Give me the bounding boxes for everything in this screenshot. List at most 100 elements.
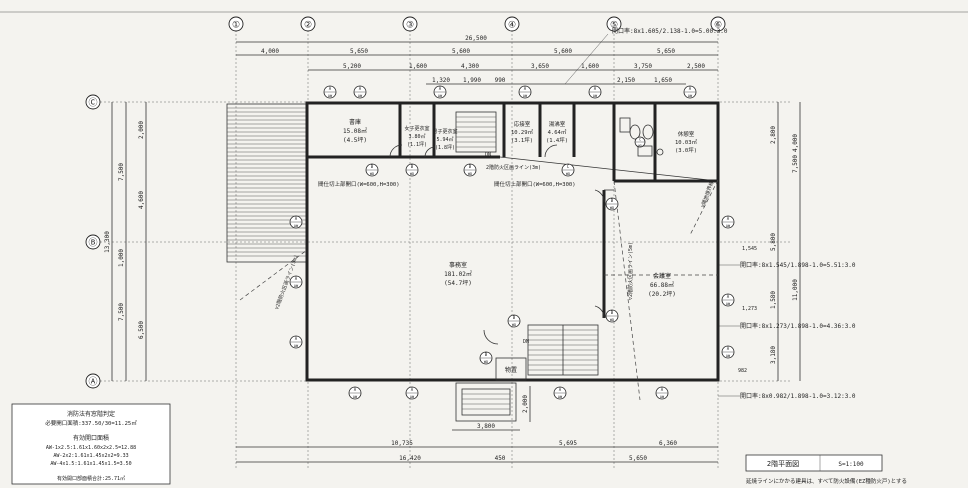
svg-text:A: A bbox=[524, 86, 527, 91]
svg-text:AW: AW bbox=[593, 94, 598, 98]
svg-text:AW: AW bbox=[294, 224, 299, 228]
drawing-title: 2階平面図 bbox=[767, 459, 799, 468]
grid-col-1: ① bbox=[232, 21, 240, 31]
svg-text:3,650: 3,650 bbox=[531, 63, 549, 70]
svg-text:AW-1x2.5:1.61x1.60x2x2.5=12.88: AW-1x2.5:1.61x1.60x2x2.5=12.88 bbox=[46, 445, 136, 451]
svg-text:2,500: 2,500 bbox=[687, 63, 705, 70]
svg-text:A: A bbox=[727, 346, 730, 351]
svg-text:3,180: 3,180 bbox=[770, 346, 777, 364]
room-labels: 書庫 15.08㎡ (4.5坪) 女子更衣室 3.80㎡ (1.1坪) 男子更衣… bbox=[318, 118, 698, 374]
svg-text:(3.1坪): (3.1坪) bbox=[511, 136, 533, 144]
svg-text:4.64㎡: 4.64㎡ bbox=[548, 128, 567, 136]
svg-text:C: C bbox=[567, 164, 570, 169]
bottom-dimensions: 10,735 5,695 6,360 16,420 450 5,650 3,80… bbox=[236, 386, 718, 463]
grid-col-6: ⑥ bbox=[714, 21, 722, 31]
svg-text:B: B bbox=[611, 310, 614, 315]
hatch-opening-2: 間仕切上部開口(W=600,H=300) bbox=[494, 180, 576, 188]
svg-text:WD: WD bbox=[370, 172, 374, 176]
svg-text:A: A bbox=[727, 294, 730, 299]
room-storage: 物置 bbox=[505, 366, 517, 374]
svg-text:450: 450 bbox=[495, 455, 506, 462]
svg-text:16,420: 16,420 bbox=[399, 455, 421, 462]
svg-text:1,545: 1,545 bbox=[742, 246, 757, 252]
svg-text:1,580: 1,580 bbox=[770, 291, 777, 309]
svg-text:AW-4x1.5:1.61x1.45x1.5=3.50: AW-4x1.5:1.61x1.45x1.5=3.50 bbox=[50, 461, 131, 467]
svg-text:5,800: 5,800 bbox=[770, 233, 777, 251]
svg-text:982: 982 bbox=[738, 368, 747, 374]
svg-text:(1.1坪): (1.1坪) bbox=[407, 141, 427, 148]
left-dimensions: 13,300 7,500 1,000 7,500 2,000 4,600 6,5… bbox=[104, 102, 147, 381]
svg-text:A: A bbox=[295, 276, 298, 281]
svg-text:2,000: 2,000 bbox=[138, 121, 145, 139]
svg-text:15.08㎡: 15.08㎡ bbox=[343, 127, 367, 135]
svg-text:66.88㎡: 66.88㎡ bbox=[650, 281, 674, 289]
svg-text:AW: AW bbox=[726, 224, 731, 228]
room-reception: 応接室 bbox=[514, 120, 531, 128]
svg-text:4,000: 4,000 bbox=[792, 134, 799, 152]
svg-text:(54.7坪): (54.7坪) bbox=[444, 279, 472, 287]
svg-text:WD: WD bbox=[566, 172, 570, 176]
svg-text:A: A bbox=[411, 387, 414, 392]
svg-text:必要開口面積:337.50/30=11.25㎡: 必要開口面積:337.50/30=11.25㎡ bbox=[45, 419, 137, 427]
fire-calc-box: 消防法有窓階判定 必要開口面積:337.50/30=11.25㎡ 有効開口面積 … bbox=[11, 403, 171, 485]
room-shoko: 書庫 bbox=[349, 118, 361, 126]
opening-ratio-2: 開口率:8x1.273/1.898-1.0=4.36:3.0 bbox=[740, 322, 856, 330]
svg-text:AW: AW bbox=[294, 284, 299, 288]
top-dimensions: 26,500 4,000 5,650 5,600 5,600 5,650 5,2… bbox=[236, 27, 728, 85]
svg-text:AW: AW bbox=[558, 395, 563, 399]
svg-text:AW-2x2:1.61x1.45x2x2=9.33: AW-2x2:1.61x1.45x2x2=9.33 bbox=[53, 453, 128, 459]
svg-text:1,990: 1,990 bbox=[463, 77, 481, 84]
svg-text:AW: AW bbox=[328, 94, 333, 98]
room-office: 事務室 bbox=[449, 261, 467, 269]
svg-text:AW: AW bbox=[726, 354, 731, 358]
svg-text:10.03㎡: 10.03㎡ bbox=[675, 138, 698, 146]
svg-text:1,320: 1,320 bbox=[432, 77, 450, 84]
svg-text:WD: WD bbox=[468, 172, 472, 176]
drawing-scale: S=1:100 bbox=[838, 461, 864, 468]
svg-text:181.02㎡: 181.02㎡ bbox=[444, 270, 472, 278]
dn-label-2: DN bbox=[523, 339, 529, 345]
svg-text:6,500: 6,500 bbox=[138, 321, 145, 339]
svg-text:1,600: 1,600 bbox=[581, 63, 599, 70]
opening-ratio-top: 開口率:8x1.605/2.138-1.0=5.00:3.0 bbox=[612, 27, 728, 35]
svg-text:B: B bbox=[485, 352, 488, 357]
svg-text:A: A bbox=[329, 86, 332, 91]
svg-text:B: B bbox=[611, 198, 614, 203]
svg-text:5,600: 5,600 bbox=[554, 48, 572, 55]
svg-text:13,300: 13,300 bbox=[104, 231, 111, 253]
svg-text:2,150: 2,150 bbox=[617, 77, 635, 84]
svg-text:WD: WD bbox=[638, 144, 642, 148]
svg-text:A: A bbox=[439, 86, 442, 91]
svg-text:4,300: 4,300 bbox=[461, 63, 479, 70]
grid-row-c: Ⓒ bbox=[88, 98, 97, 109]
svg-text:A: A bbox=[661, 387, 664, 392]
svg-text:5,650: 5,650 bbox=[629, 455, 647, 462]
svg-text:A: A bbox=[359, 86, 362, 91]
svg-text:5,200: 5,200 bbox=[343, 63, 361, 70]
room-men-locker: 男子更衣室 bbox=[432, 128, 457, 135]
toilet-fixtures bbox=[619, 117, 664, 157]
svg-text:B: B bbox=[469, 164, 472, 169]
right-dimensions: 2,800 5,800 1,580 3,180 4,000 7,500 11,0… bbox=[718, 102, 856, 400]
room-break: 休憩室 bbox=[678, 130, 695, 138]
svg-text:AW: AW bbox=[726, 302, 731, 306]
drawing-footnote: 延焼ラインにかかる建具は、すべて防火設備(EZ種防火戸)とする bbox=[746, 477, 907, 485]
svg-text:WD: WD bbox=[512, 323, 516, 327]
grid-col-2: ② bbox=[304, 21, 312, 31]
grid-bubbles-columns: ① ② ③ ④ ⑤ ⑥ bbox=[228, 16, 726, 32]
svg-text:A: A bbox=[559, 387, 562, 392]
svg-text:AW: AW bbox=[688, 94, 693, 98]
svg-text:5,600: 5,600 bbox=[452, 48, 470, 55]
title-block: 2階平面図 S=1:100 延焼ラインにかかる建具は、すべて防火設備(EZ種防火… bbox=[745, 454, 907, 485]
svg-text:(1.4坪): (1.4坪) bbox=[546, 136, 568, 144]
svg-text:5,650: 5,650 bbox=[350, 48, 368, 55]
svg-text:2,000: 2,000 bbox=[522, 395, 529, 413]
svg-text:5.94㎡: 5.94㎡ bbox=[436, 136, 453, 143]
svg-text:(1.8坪): (1.8坪) bbox=[435, 144, 455, 151]
svg-text:A: A bbox=[689, 86, 692, 91]
svg-text:(3.0坪): (3.0坪) bbox=[675, 146, 697, 154]
svg-text:有効開口面積: 有効開口面積 bbox=[73, 434, 109, 442]
walls bbox=[305, 101, 720, 382]
svg-text:WD: WD bbox=[484, 360, 488, 364]
